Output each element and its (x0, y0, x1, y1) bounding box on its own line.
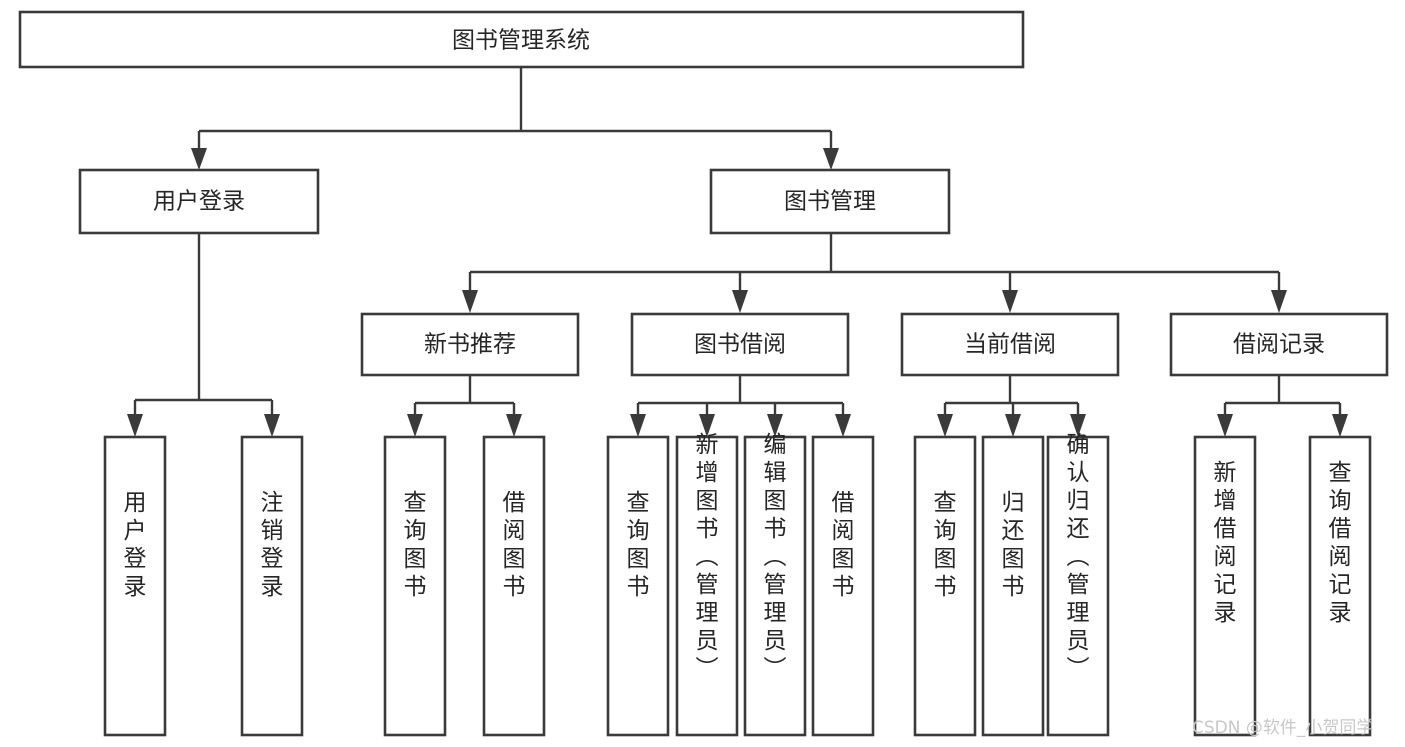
node-root[interactable]: 图书管理系统 (18, 10, 1025, 69)
connector-group-book-mgmt-to-level3 (462, 233, 1287, 313)
node-user-login[interactable]: 用户登录 (78, 168, 320, 235)
arrow-head-book-mgmt (823, 148, 839, 170)
connector-group-book-borrow-to-leaves (630, 375, 851, 437)
arrow-head-book-borrow (732, 290, 748, 313)
arrow-head-cb-leaf-1 (937, 414, 953, 437)
node-book-borrow[interactable]: 图书借阅 (630, 312, 850, 377)
node-book-management[interactable]: 图书管理 (709, 168, 951, 235)
arrow-head-cb-leaf-3 (1070, 414, 1086, 437)
leaf-node-logout[interactable]: 注销登录 (240, 435, 304, 737)
node-borrow-record-box[interactable] (1169, 312, 1389, 377)
arrow-head-bb-leaf-3 (767, 414, 783, 437)
leaf-node-bb-add-book[interactable]: 新增图书︵管理员︶ (675, 432, 739, 737)
leaf-node-br-add-record[interactable]: 新增借阅记录 (1193, 435, 1257, 737)
leaf-node-nb-query-book[interactable]: 查询图书 (383, 435, 447, 737)
leaf-node-nb-borrow-book[interactable]: 借阅图书 (482, 435, 546, 737)
node-borrow-record[interactable]: 借阅记录 (1169, 312, 1389, 377)
connector-group-borrow-record-to-leaves (1217, 375, 1348, 437)
connector-group-current-borrow-to-leaves (937, 375, 1086, 437)
leaf-br-add-record-label: 新增借阅记录 (1214, 460, 1237, 626)
leaf-br-query-record-label: 查询借阅记录 (1329, 460, 1352, 626)
node-user-login-box[interactable] (78, 168, 320, 235)
leaf-nb-borrow-book-box[interactable] (482, 435, 546, 737)
leaf-cb-query-book-label: 查询图书 (934, 490, 957, 600)
watermark-label: CSDN @软件_小贺同学 (1192, 718, 1373, 738)
leaf-bb-borrow-book-label: 借阅图书 (832, 490, 855, 600)
leaf-node-user-login[interactable]: 用户登录 (103, 435, 167, 737)
leaf-node-br-query-record[interactable]: 查询借阅记录 (1308, 435, 1372, 737)
leaf-bb-edit-book-label: 编辑图书︵管理员︶ (764, 432, 787, 682)
leaf-node-cb-query-book[interactable]: 查询图书 (913, 435, 977, 737)
arrow-head-nb-leaf-1 (407, 414, 423, 437)
leaf-br-add-record-box[interactable] (1193, 435, 1257, 737)
leaf-node-cb-return-book[interactable]: 归还图书 (981, 435, 1045, 737)
leaf-node-cb-confirm-return[interactable]: 确认归还︵管理员︶ (1046, 432, 1110, 737)
leaf-nb-query-book-box[interactable] (383, 435, 447, 737)
arrow-head-bb-leaf-4 (835, 414, 851, 437)
node-root-box[interactable] (18, 10, 1025, 69)
arrow-head-br-leaf-2 (1332, 414, 1348, 437)
connector-group-new-book-to-leaves (407, 375, 522, 437)
leaf-user-login-box[interactable] (103, 435, 167, 737)
node-book-management-label: 图书管理 (784, 189, 876, 215)
leaf-bb-add-book-box[interactable] (675, 435, 739, 737)
leaf-nb-query-book-label: 查询图书 (404, 490, 427, 600)
leaf-cb-confirm-return-label: 确认归还︵管理员︶ (1067, 432, 1090, 682)
leaf-logout-label: 注销登录 (261, 490, 284, 600)
node-new-book-recommend[interactable]: 新书推荐 (360, 312, 580, 377)
arrow-head-br-leaf-1 (1217, 414, 1233, 437)
leaf-cb-return-book-label: 归还图书 (1002, 490, 1025, 600)
node-book-borrow-box[interactable] (630, 312, 850, 377)
leaf-nb-borrow-book-label: 借阅图书 (503, 490, 526, 600)
leaf-bb-edit-book-box[interactable] (743, 435, 807, 737)
node-new-book-recommend-box[interactable] (360, 312, 580, 377)
node-new-book-recommend-label: 新书推荐 (424, 332, 516, 358)
leaf-bb-add-book-label: 新增图书︵管理员︶ (696, 432, 719, 682)
arrow-head-bb-leaf-1 (630, 414, 646, 437)
node-book-borrow-label: 图书借阅 (694, 332, 786, 358)
node-borrow-record-label: 借阅记录 (1233, 332, 1325, 358)
node-root-label: 图书管理系统 (452, 28, 590, 54)
leaf-br-query-record-box[interactable] (1308, 435, 1372, 737)
arrow-head-current-borrow (1002, 290, 1018, 313)
node-current-borrow-label: 当前借阅 (964, 332, 1056, 358)
arrow-head-nb-leaf-2 (506, 414, 522, 437)
arrow-head-new-book (462, 290, 478, 313)
leaf-cb-confirm-return-box[interactable] (1046, 435, 1110, 737)
node-book-management-box[interactable] (709, 168, 951, 235)
leaf-bb-borrow-book-box[interactable] (811, 435, 875, 737)
leaf-cb-return-book-box[interactable] (981, 435, 1045, 737)
leaf-user-login-label: 用户登录 (124, 490, 147, 600)
leaf-logout-box[interactable] (240, 435, 304, 737)
node-user-login-label: 用户登录 (153, 189, 245, 215)
leaf-bb-query-book-label: 查询图书 (627, 490, 650, 600)
arrow-head-bb-leaf-2 (699, 414, 715, 437)
node-current-borrow-box[interactable] (900, 312, 1120, 377)
node-current-borrow[interactable]: 当前借阅 (900, 312, 1120, 377)
leaf-node-bb-edit-book[interactable]: 编辑图书︵管理员︶ (743, 432, 807, 737)
connector-group-user-login-to-leaves (127, 233, 280, 437)
arrow-head-user-login (191, 148, 207, 170)
arrow-head-borrow-record (1271, 290, 1287, 313)
arrow-head-leaf-user-login (127, 414, 143, 437)
leaf-bb-query-book-box[interactable] (606, 435, 670, 737)
arrow-head-leaf-logout (264, 414, 280, 437)
arrow-head-cb-leaf-2 (1005, 414, 1021, 437)
leaf-cb-query-book-box[interactable] (913, 435, 977, 737)
leaf-node-bb-borrow-book[interactable]: 借阅图书 (811, 435, 875, 737)
leaf-node-bb-query-book[interactable]: 查询图书 (606, 435, 670, 737)
connector-group-root-to-level2 (191, 67, 839, 170)
